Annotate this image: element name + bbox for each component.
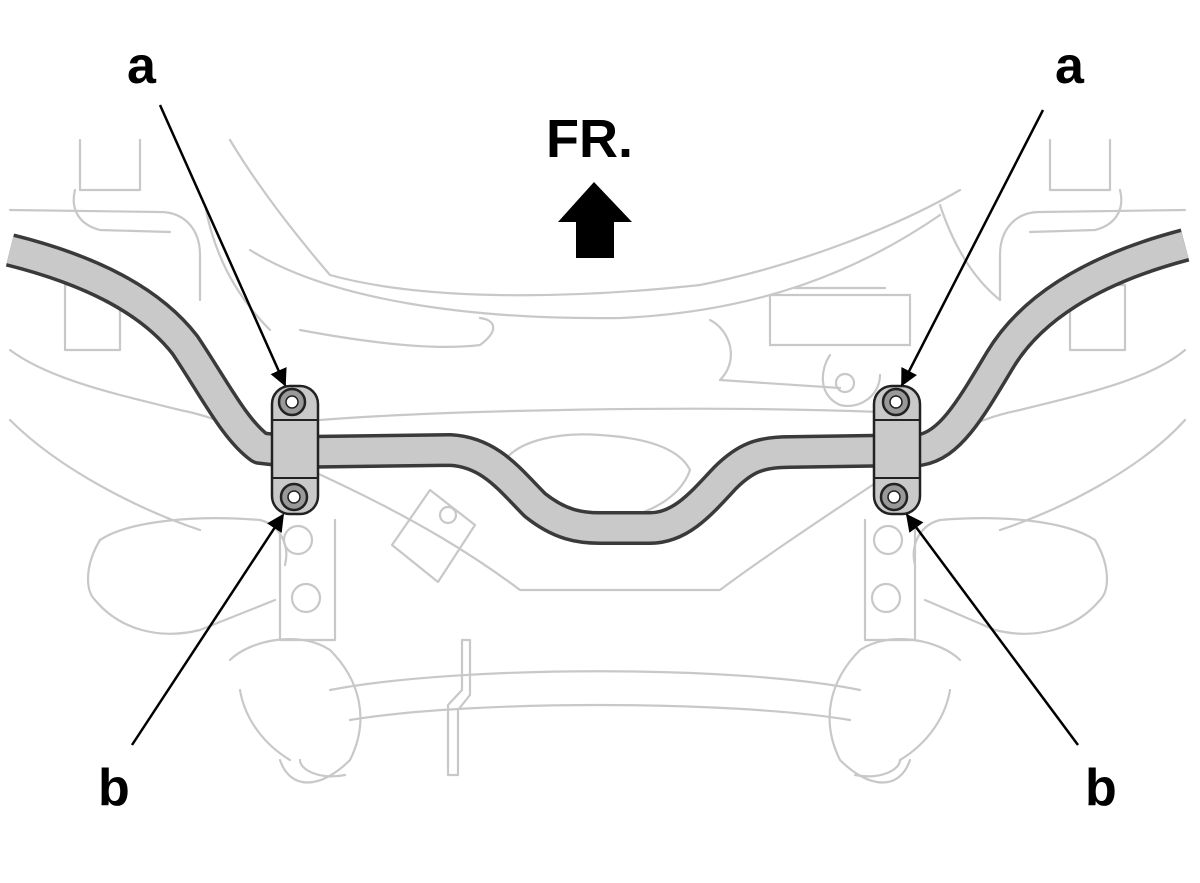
front-direction-arrow-icon [558, 182, 632, 258]
bushing-bracket-right [872, 384, 922, 516]
leader-line-b-right [905, 513, 1080, 746]
stabilizer-bar [5, 228, 1190, 545]
leader-line-b-left [130, 513, 285, 746]
bolt-b-right [879, 482, 909, 512]
callout-b-left: b [98, 759, 130, 817]
bushing-bracket-left [270, 384, 320, 516]
leader-line-a-left [158, 104, 287, 387]
bolt-b-left [279, 482, 309, 512]
callout-b-right: b [1085, 759, 1117, 817]
callout-a-left: a [127, 37, 156, 95]
callout-a-right: a [1055, 37, 1084, 95]
bolt-a-right [881, 387, 911, 417]
bolt-a-left [277, 387, 307, 417]
subframe-outline [8, 138, 1187, 784]
leader-line-a-right [900, 109, 1045, 387]
front-direction-label: FR. [546, 109, 633, 169]
